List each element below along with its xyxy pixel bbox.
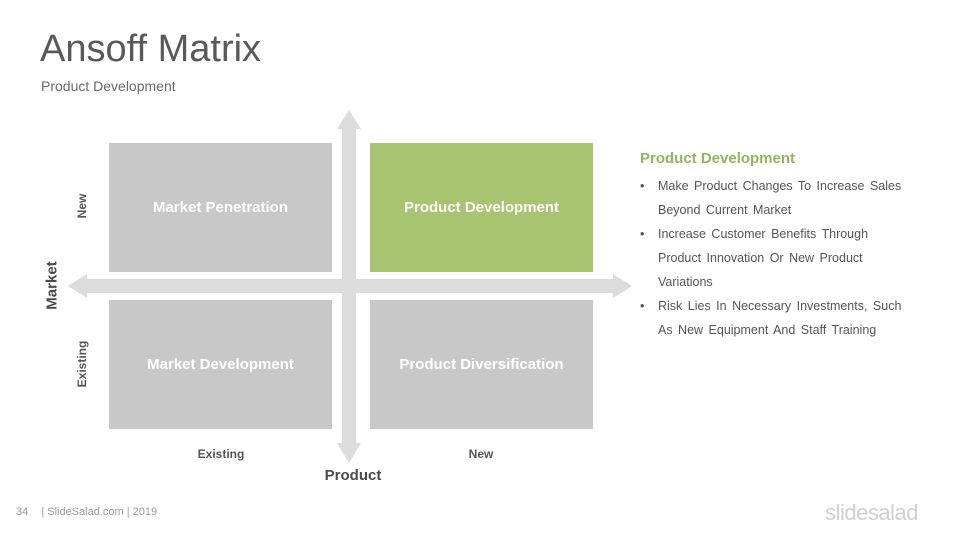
side-panel-title: Product Development — [640, 150, 796, 167]
page-title: Ansoff Matrix — [40, 28, 262, 70]
bullet-item: Risk Lies In Necessary Investments, Such… — [640, 294, 910, 342]
page-subtitle: Product Development — [41, 78, 176, 94]
page-number: 34 — [16, 506, 29, 518]
y-axis-title: Market — [43, 261, 61, 310]
bullet-item: Increase Customer Benefits Through Produ… — [640, 222, 910, 294]
x-axis-label-existing: Existing — [197, 447, 245, 461]
footer-text: | SlideSalad.com | 2019 — [41, 506, 158, 518]
quadrant-product-diversification: Product Diversification — [370, 300, 593, 429]
quadrant-market-development: Market Development — [109, 300, 332, 429]
x-axis-title: Product — [324, 467, 382, 484]
slidesalad-logo: slidesalad — [825, 500, 918, 525]
y-axis-label-existing: Existing — [75, 340, 89, 388]
x-axis-label-new: New — [468, 447, 494, 461]
footer: 34 | SlideSalad.com | 2019 — [16, 506, 157, 518]
quadrant-product-development: Product Development — [370, 143, 593, 272]
quadrant-market-penetration: Market Penetration — [109, 143, 332, 272]
bullet-item: Make Product Changes To Increase Sales B… — [640, 174, 910, 222]
y-axis-label-new: New — [75, 193, 89, 219]
horizontal-double-arrow — [68, 274, 632, 298]
side-panel-bullets: Make Product Changes To Increase Sales B… — [640, 174, 910, 342]
